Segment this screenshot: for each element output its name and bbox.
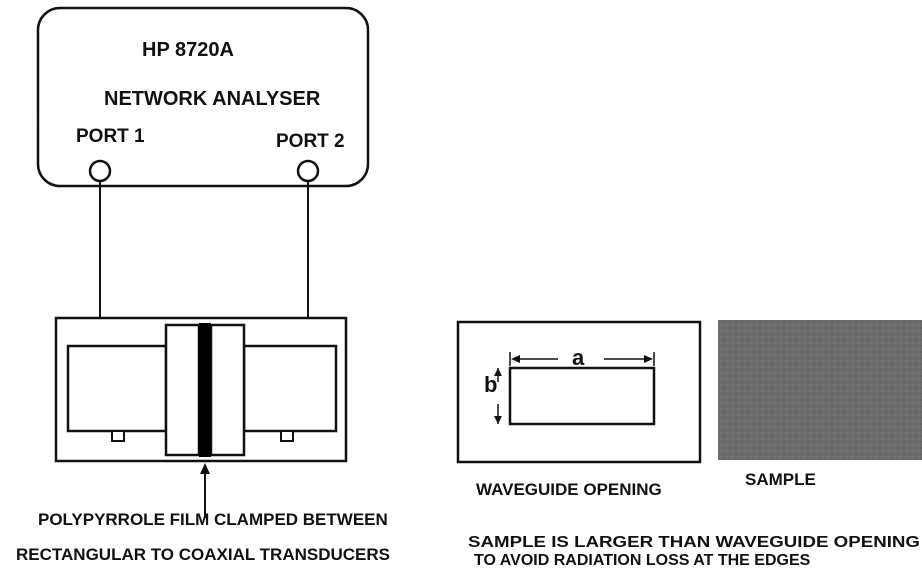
film-caption-line1: POLYPYRROLE FILM CLAMPED BETWEEN — [38, 510, 388, 529]
waveguide-caption: WAVEGUIDE OPENING — [476, 480, 662, 499]
film-caption-line2: RECTANGULAR TO COAXIAL TRANSDUCERS — [16, 545, 390, 564]
left-coax-connector — [112, 431, 124, 441]
analyser-model-label: HP 8720A — [142, 39, 234, 61]
port1-label: PORT 1 — [76, 126, 145, 147]
dim-b-arrow-bottom — [494, 416, 502, 424]
waveguide-aperture — [510, 368, 654, 424]
note-caption-line1: SAMPLE IS LARGER THAN WAVEGUIDE OPENING — [468, 534, 920, 551]
dim-a-arrow-right — [644, 355, 653, 363]
dim-a-label: a — [572, 345, 585, 370]
note-caption-line2: TO AVOID RADIATION LOSS AT THE EDGES — [474, 552, 811, 569]
film-pointer-arrowhead — [200, 463, 210, 474]
left-flange — [166, 325, 199, 455]
left-transducer — [68, 346, 166, 431]
port2-label: PORT 2 — [276, 131, 345, 152]
right-transducer — [244, 346, 336, 431]
right-flange — [211, 325, 244, 455]
port2-connector — [298, 161, 318, 181]
sample-caption: SAMPLE — [745, 470, 816, 489]
analyser-name-label: NETWORK ANALYSER — [104, 88, 321, 110]
port1-connector — [90, 161, 110, 181]
dim-a-arrow-left — [511, 355, 520, 363]
sample-texture — [718, 320, 922, 460]
dim-b-label: b — [484, 372, 497, 397]
right-coax-connector — [281, 431, 293, 441]
polypyrrole-film — [199, 323, 211, 457]
